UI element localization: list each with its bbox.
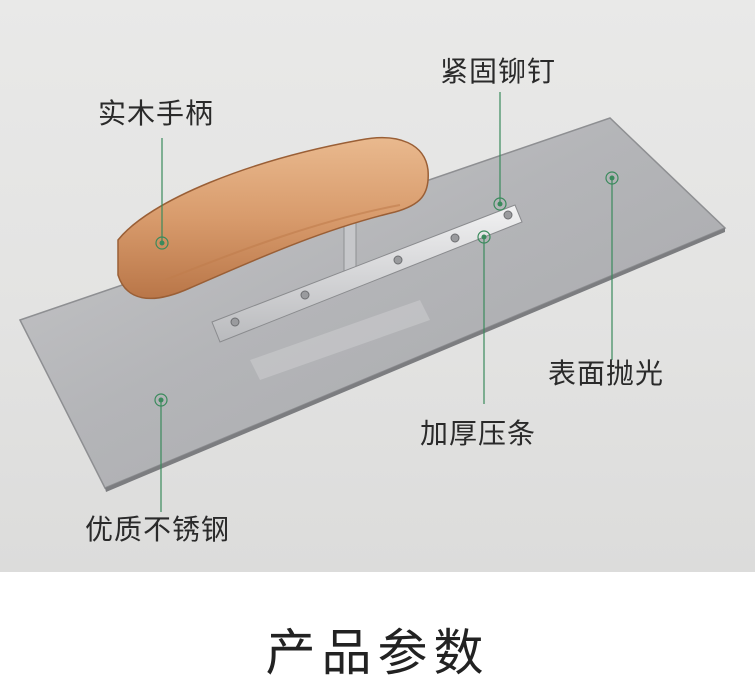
callout-polished: 表面抛光 [548,357,665,390]
pressure-strip [211,204,523,343]
rivets [230,210,513,327]
callout-steel: 优质不锈钢 [85,513,231,546]
callout-strip: 加厚压条 [420,417,537,450]
callout-rivet: 紧固铆钉 [440,55,557,88]
callout-lines [160,92,613,512]
callout-dots [154,171,619,407]
wooden-handle [117,136,429,300]
callout-handle: 实木手柄 [98,97,215,130]
trowel-illustration [18,92,727,512]
product-photo: 实木手柄 紧固铆钉 表面抛光 加厚压条 优质不锈钢 [0,0,755,572]
blade-edge [105,228,725,492]
section-title: 产品参数 [265,624,490,682]
blade-highlight [250,300,430,380]
